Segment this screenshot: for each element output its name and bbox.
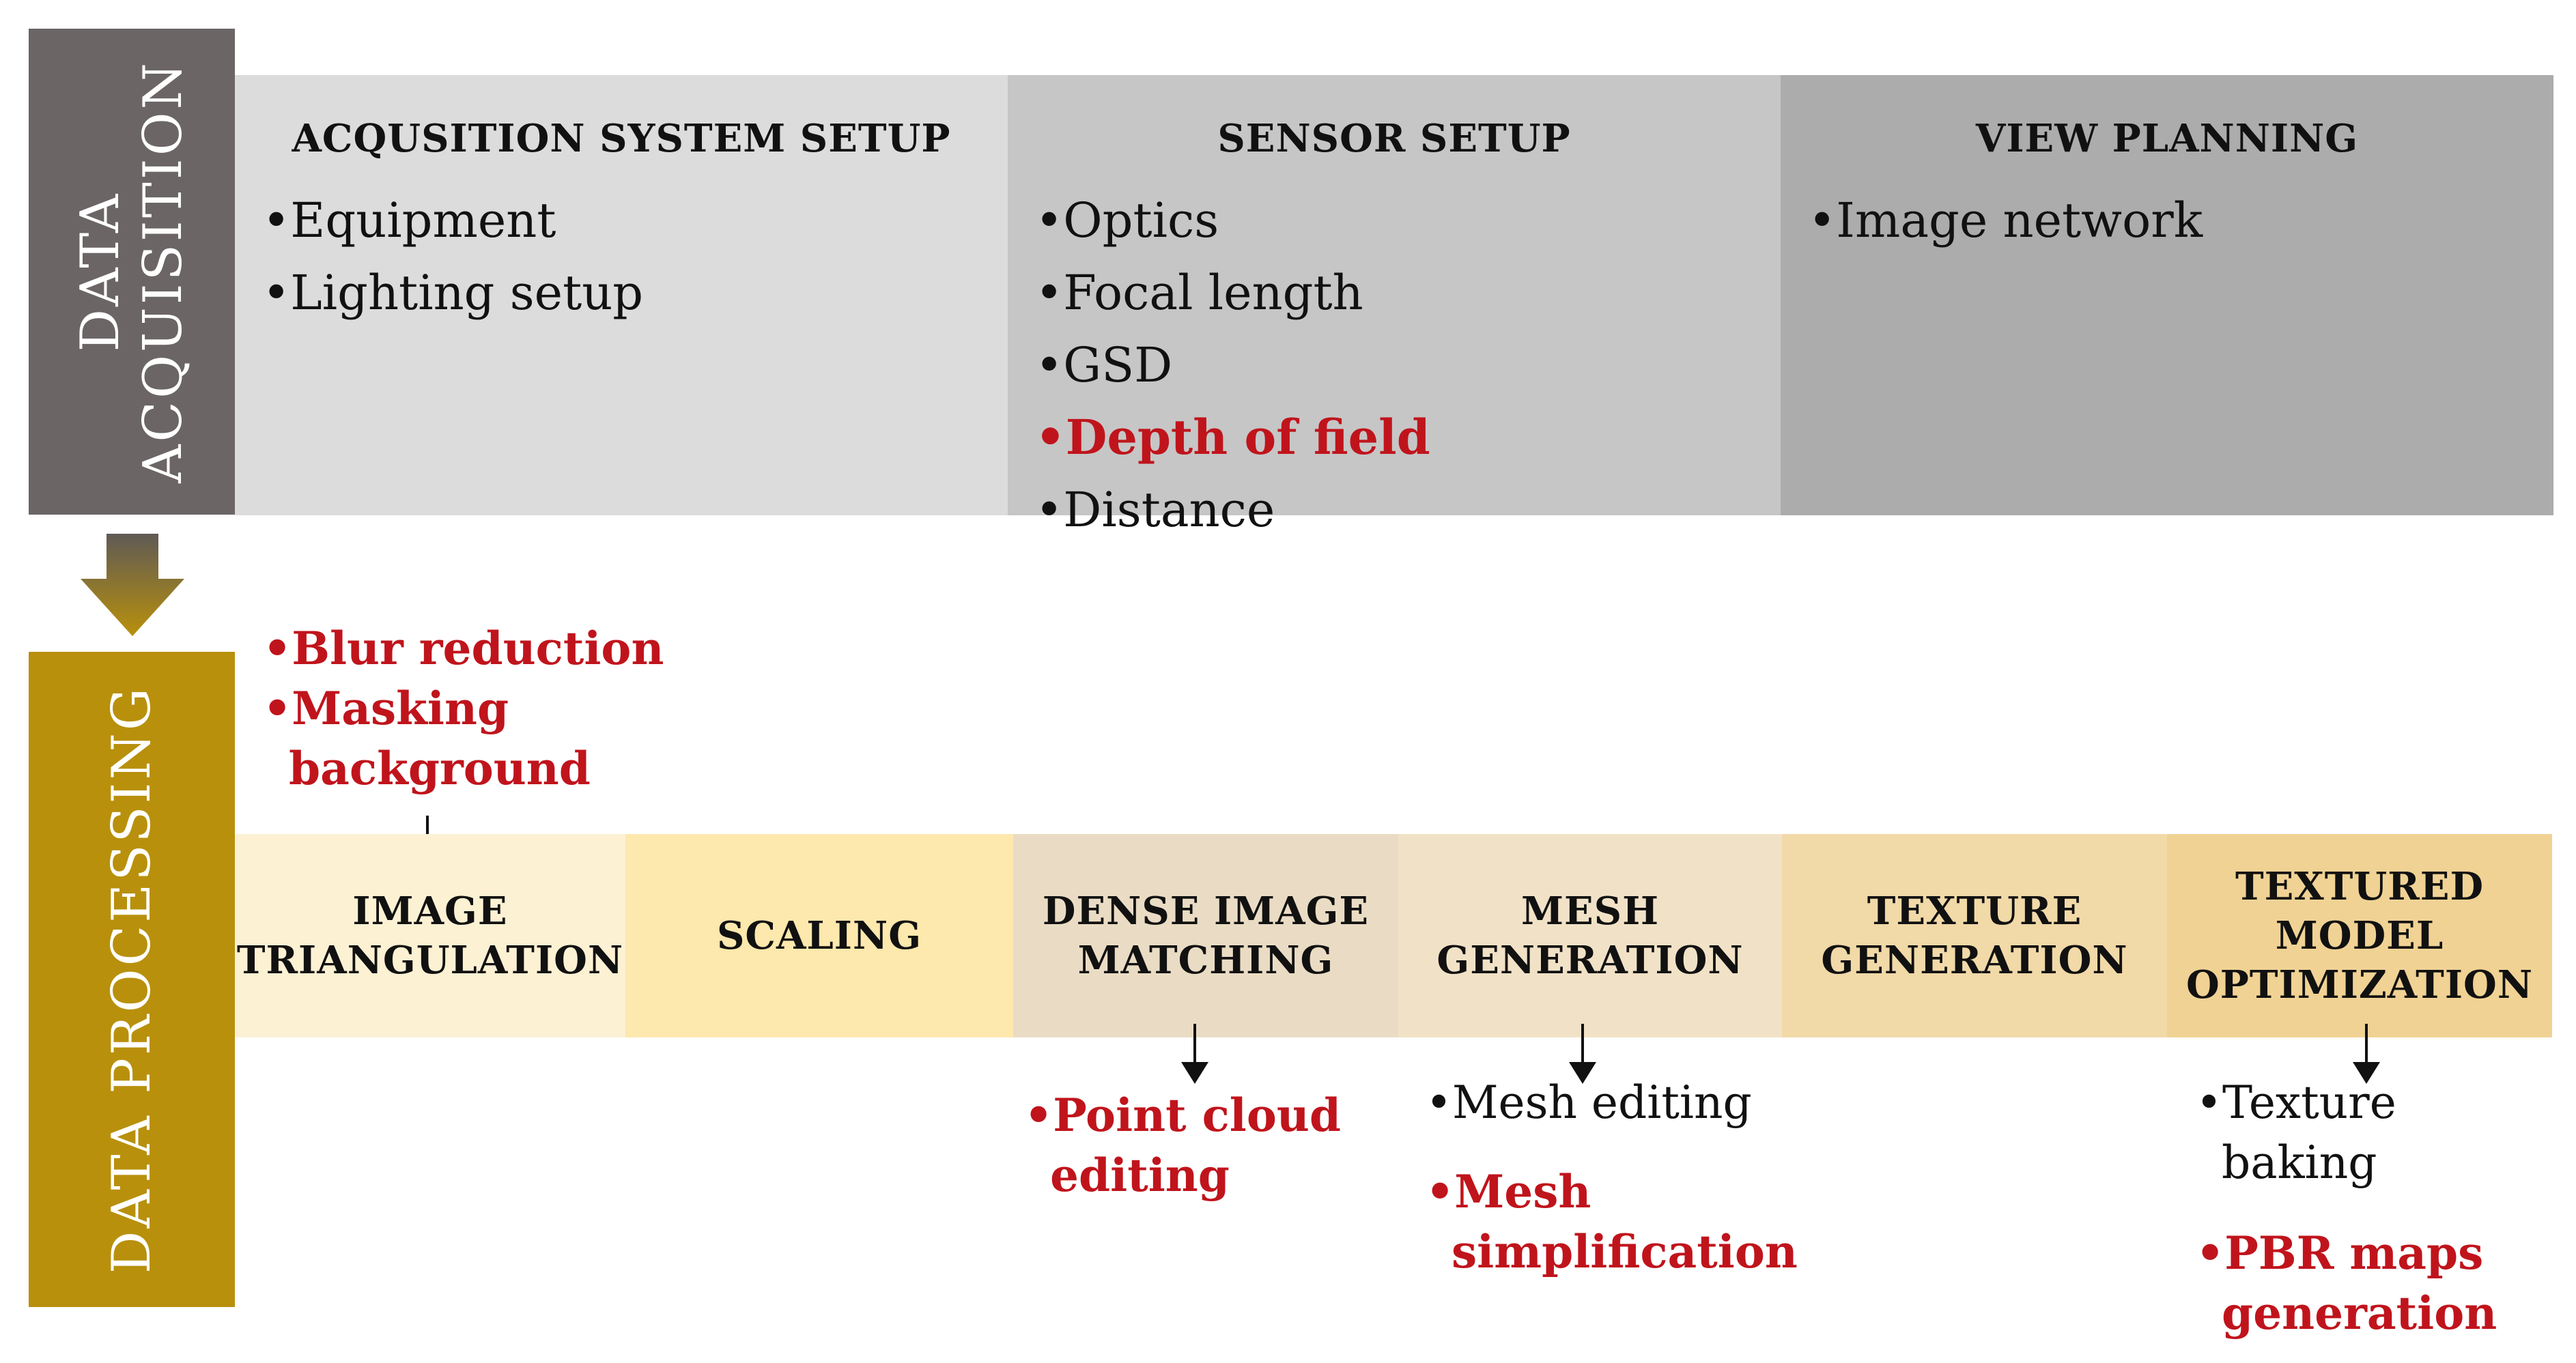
note-blur-reduction: •Blur reduction bbox=[263, 622, 664, 675]
flow-down-arrow-icon bbox=[81, 534, 184, 636]
note-mesh-simplification: •Mesh simplification bbox=[1426, 1165, 1798, 1278]
view-planning-panel: VIEW PLANNING •Image network bbox=[1781, 75, 2553, 515]
step-mesh-generation: MESH GENERATION bbox=[1398, 834, 1782, 1037]
processing-label: DATA PROCESSING bbox=[101, 685, 163, 1274]
note-texture-baking: •Texture baking bbox=[2196, 1076, 2396, 1189]
panel-bullet-list: •Equipment •Lighting setup bbox=[262, 184, 643, 329]
acquisition-label-line2: ACQUISITION bbox=[132, 60, 195, 483]
panel-title: ACQUSITION SYSTEM SETUP bbox=[292, 116, 951, 161]
note-pbr-maps-generation: •PBR maps generation bbox=[2196, 1226, 2497, 1340]
note-masking-background: •Masking bbox=[263, 682, 509, 735]
acquisition-system-setup-panel: ACQUSITION SYSTEM SETUP •Equipment •Ligh… bbox=[235, 75, 1008, 515]
bullet-item: •Distance bbox=[1035, 482, 1275, 538]
bullet-item: •Equipment bbox=[262, 192, 556, 248]
bullet-item: •Image network bbox=[1808, 192, 2203, 248]
note-mesh-editing: •Mesh editing bbox=[1426, 1076, 1752, 1129]
panel-bullet-list: •Optics •Focal length •GSD •Depth of fie… bbox=[1035, 184, 1430, 546]
panel-bullet-list: •Image network bbox=[1808, 184, 2203, 257]
panel-title: VIEW PLANNING bbox=[1975, 116, 2359, 161]
step-image-triangulation: IMAGE TRIANGULATION bbox=[235, 834, 625, 1037]
panel-title: SENSOR SETUP bbox=[1217, 116, 1571, 161]
step-dense-image-matching: DENSE IMAGE MATCHING bbox=[1013, 834, 1398, 1037]
step-texture-generation: TEXTURE GENERATION bbox=[1782, 834, 2167, 1037]
bullet-item: •Focal length bbox=[1035, 265, 1363, 321]
data-processing-side-label: DATA PROCESSING bbox=[29, 652, 235, 1307]
step-scaling: SCALING bbox=[625, 834, 1013, 1037]
data-acquisition-side-label: DATA ACQUISITION bbox=[29, 29, 235, 515]
arrow-from-mesh-generation bbox=[1569, 1024, 1596, 1085]
pre-processing-notes: •Blur reduction •Masking background bbox=[263, 618, 664, 799]
arrow-from-dense-image-matching bbox=[1181, 1024, 1208, 1085]
note-point-cloud-editing: •Point cloud editing bbox=[1024, 1089, 1342, 1202]
arrow-from-textured-model-optimization bbox=[2353, 1024, 2380, 1085]
sensor-setup-panel: SENSOR SETUP •Optics •Focal length •GSD … bbox=[1008, 75, 1781, 538]
bullet-item: •Optics bbox=[1035, 192, 1219, 248]
step-textured-model-optimization: TEXTURED MODEL OPTIMIZATION bbox=[2167, 834, 2552, 1037]
bullet-item: •Lighting setup bbox=[262, 265, 644, 321]
acquisition-label-line1: DATA bbox=[70, 191, 132, 352]
bullet-item-highlighted: •Depth of field bbox=[1035, 409, 1430, 465]
bullet-item: •GSD bbox=[1035, 337, 1173, 393]
